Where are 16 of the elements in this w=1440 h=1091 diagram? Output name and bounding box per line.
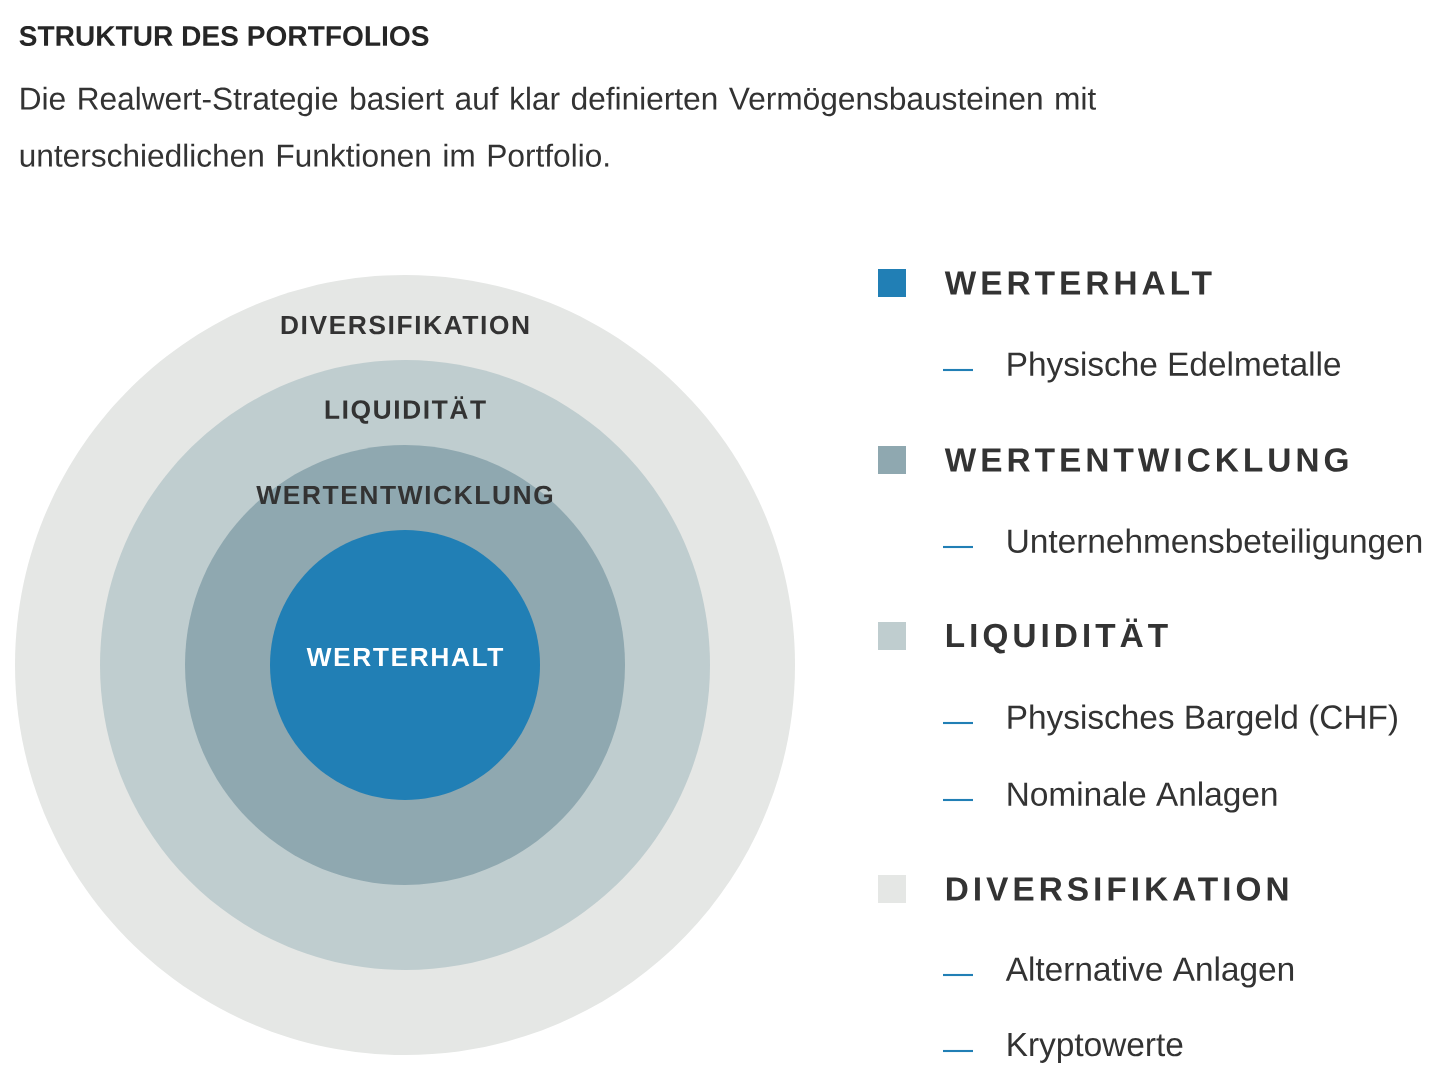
list-item: Alternative Anlagen	[1005, 956, 1294, 988]
list-item: Unternehmensbeteiligungen	[1008, 528, 1422, 560]
legend-heading: WERTERHALT	[944, 271, 1212, 295]
list-item: Physische Edelmetalle	[1008, 351, 1341, 383]
ring-label: DIVERSIFIKATION	[281, 315, 529, 335]
legend-heading: WERTENTWICKLUNG	[944, 448, 1348, 472]
intro-text: Die Realwert-Strategie basiert auf klar definierten Vermögensbausteinen mit unterschiedlichen Funktionen im Portfolio.	[20, 86, 1096, 167]
heading: STRUKTUR DES PORTFOLIOS	[19, 26, 429, 46]
ring-label: LIQUIDITÄT	[325, 396, 486, 424]
list-item: Physisches Bargeld (CHF)	[1008, 704, 1397, 736]
legend-heading: DIVERSIFIKATION	[946, 877, 1288, 901]
ring-label: WERTERHALT	[306, 647, 504, 667]
list-item: Kryptowerte	[1008, 1033, 1183, 1063]
list-item: Nominale Anlagen	[1008, 781, 1277, 813]
ring-label: WERTENTWICKLUNG	[256, 485, 553, 505]
legend-heading: LIQUIDITÄT	[946, 618, 1168, 654]
